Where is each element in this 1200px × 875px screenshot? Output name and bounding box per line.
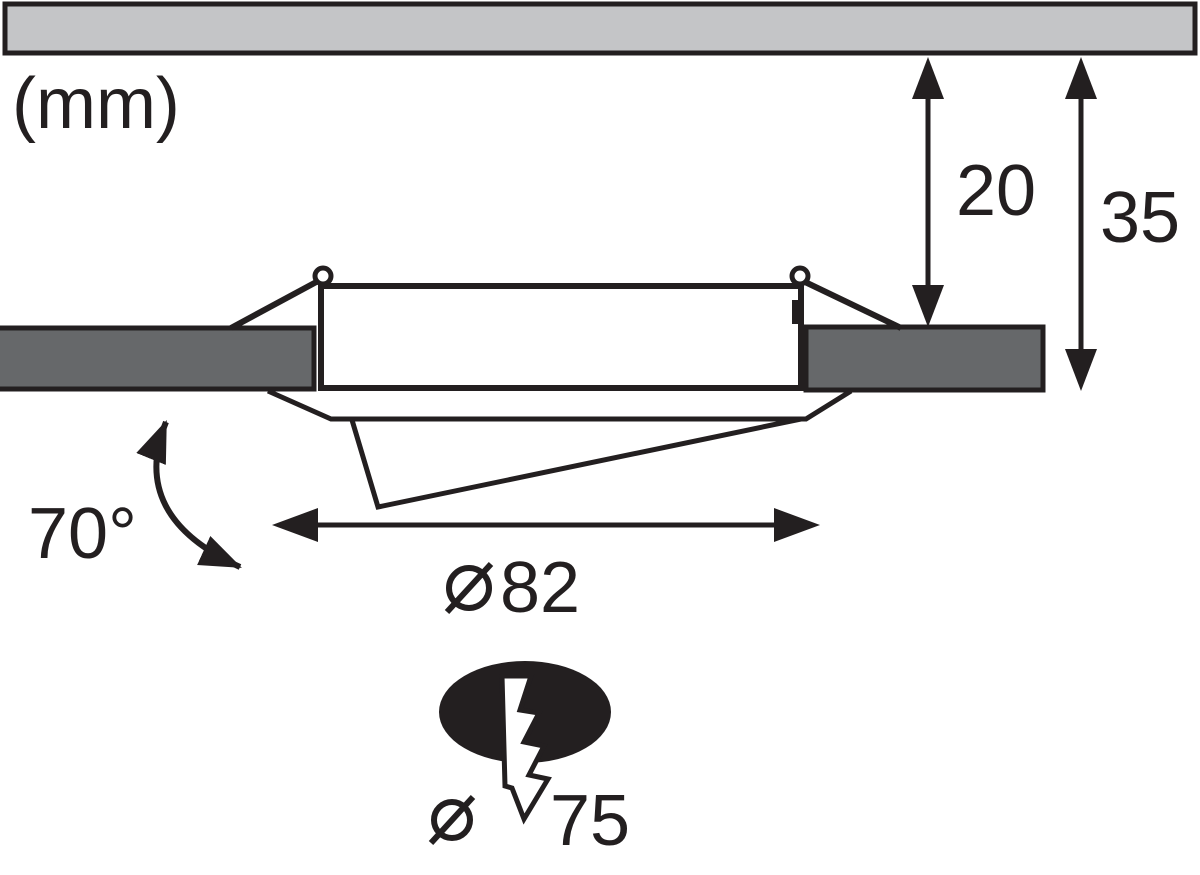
housing-latch-detail xyxy=(792,300,802,324)
tilted-lamp-outline xyxy=(349,416,802,510)
spring-clip-left xyxy=(229,277,322,331)
pivot-pin-left-icon xyxy=(312,265,334,287)
dimension-value-20: 20 xyxy=(956,151,1036,231)
arrowhead-up-icon xyxy=(912,57,944,99)
arrowhead-down-icon xyxy=(912,285,944,327)
cutout-diameter-value: 75 xyxy=(550,781,630,861)
ceiling-top-slab xyxy=(2,1,1198,56)
dimension-trim-diameter: 82 xyxy=(272,508,820,628)
dimension-value-35: 35 xyxy=(1100,178,1180,258)
diameter-icon xyxy=(428,794,476,846)
tilt-angle-indicator: 70° xyxy=(28,420,242,574)
diameter-icon xyxy=(444,561,494,615)
arrowhead-left-icon xyxy=(272,508,318,542)
spring-clip-right xyxy=(801,278,903,331)
ceiling-section-right xyxy=(803,324,1046,393)
arrowhead-up-icon xyxy=(1065,57,1097,99)
arrowhead-right-icon xyxy=(774,508,820,542)
trim-ring-outline xyxy=(266,388,853,422)
dimension-cutout-diameter: 75 xyxy=(428,781,630,861)
ceiling-cutout-symbol xyxy=(439,661,611,825)
tilt-angle-value: 70° xyxy=(28,494,137,574)
dimension-overall-depth: 35 xyxy=(1065,57,1180,391)
tilt-arc-arrow-icon xyxy=(136,420,242,570)
ceiling-section-left xyxy=(0,325,317,392)
unit-label: (mm) xyxy=(12,64,180,144)
lightning-bolt-icon xyxy=(499,673,552,825)
pivot-pin-right-icon xyxy=(789,265,811,287)
arrowhead-down-icon xyxy=(1065,349,1097,391)
dimension-recess-depth: 20 xyxy=(912,57,1036,327)
trim-diameter-value: 82 xyxy=(500,548,580,628)
fixture-housing xyxy=(318,283,804,391)
